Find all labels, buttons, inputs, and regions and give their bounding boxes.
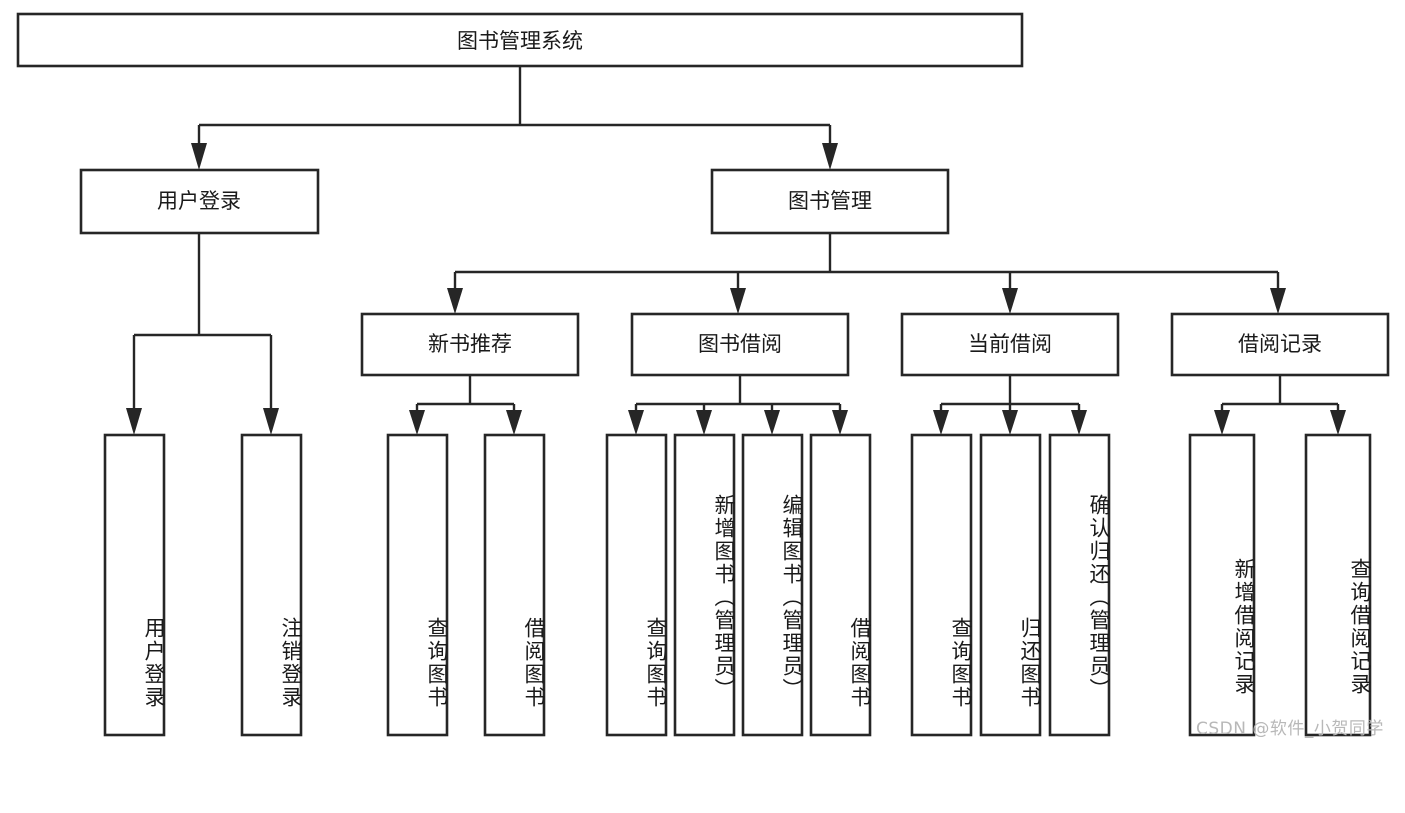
leaf-box-add-book[interactable] xyxy=(673,433,736,737)
node-new-book-rec-box[interactable] xyxy=(360,312,580,377)
node-new-book-rec-label: 新书推荐 xyxy=(428,332,512,356)
node-new-book-rec[interactable]: 新书推荐 xyxy=(360,312,580,377)
node-user-login-box[interactable] xyxy=(79,168,320,235)
leaf-box-query-record[interactable] xyxy=(1304,433,1372,737)
leaf-box-query-book-3[interactable] xyxy=(910,433,973,737)
node-borrow-record-label: 借阅记录 xyxy=(1238,332,1322,356)
leaf-box-query-book-2[interactable] xyxy=(605,433,668,737)
node-current-borrow-label: 当前借阅 xyxy=(968,332,1052,356)
arrow-head-icon xyxy=(409,410,425,435)
csdn-watermark: CSDN @软件_小贺同学 xyxy=(1196,719,1384,739)
node-current-borrow[interactable]: 当前借阅 xyxy=(900,312,1120,377)
node-user-login-label: 用户登录 xyxy=(157,189,241,213)
arrow-head-icon xyxy=(628,410,644,435)
connector-userlogin-to-leaves xyxy=(126,233,279,435)
node-book-manage-label: 图书管理 xyxy=(788,189,872,213)
connector-bookmanage-to-level3 xyxy=(447,233,1286,314)
node-book-borrow-label: 图书借阅 xyxy=(698,332,782,356)
arrow-head-icon xyxy=(1002,410,1018,435)
flowchart-canvas: 图书管理系统 用户登录 图书管理 新书推荐 图书借阅 当前借阅 借阅记录 xyxy=(16,12,1390,739)
arrow-head-icon xyxy=(447,288,463,314)
node-current-borrow-box[interactable] xyxy=(900,312,1120,377)
leaf-box-borrow-book-1[interactable] xyxy=(483,433,546,737)
node-book-manage-box[interactable] xyxy=(710,168,950,235)
node-book-borrow-box[interactable] xyxy=(630,312,850,377)
connector-borrowrecord-to-leaves xyxy=(1214,375,1346,435)
leaf-box-confirm-return[interactable] xyxy=(1048,433,1111,737)
node-root[interactable]: 图书管理系统 xyxy=(16,12,1024,68)
leaf-box-return-book[interactable] xyxy=(979,433,1042,737)
node-root-box[interactable] xyxy=(16,12,1024,68)
arrow-head-icon xyxy=(1270,288,1286,314)
arrow-head-icon xyxy=(730,288,746,314)
arrow-head-icon xyxy=(126,408,142,435)
node-book-manage[interactable]: 图书管理 xyxy=(710,168,950,235)
flowchart-svg: 图书管理系统 用户登录 图书管理 新书推荐 图书借阅 当前借阅 借阅记录 xyxy=(16,12,1390,737)
connector-newbook-to-leaves xyxy=(409,375,522,435)
arrow-head-icon xyxy=(822,143,838,170)
node-borrow-record-box[interactable] xyxy=(1170,312,1390,377)
arrow-head-icon xyxy=(1330,410,1346,435)
arrow-head-icon xyxy=(191,143,207,170)
arrow-head-icon xyxy=(506,410,522,435)
leaf-box-add-record[interactable] xyxy=(1188,433,1256,737)
arrow-head-icon xyxy=(696,410,712,435)
leaf-box-user-login[interactable] xyxy=(103,433,166,737)
arrow-head-icon xyxy=(1071,410,1087,435)
node-root-label: 图书管理系统 xyxy=(457,29,583,53)
arrow-head-icon xyxy=(933,410,949,435)
arrow-head-icon xyxy=(764,410,780,435)
node-borrow-record[interactable]: 借阅记录 xyxy=(1170,312,1390,377)
connector-currentborrow-to-leaves xyxy=(933,375,1087,435)
arrow-head-icon xyxy=(263,408,279,435)
arrow-head-icon xyxy=(832,410,848,435)
leaf-box-borrow-book-2[interactable] xyxy=(809,433,872,737)
connector-bookborrow-to-leaves xyxy=(628,375,848,435)
leaf-box-logout-login[interactable] xyxy=(240,433,303,737)
arrow-head-icon xyxy=(1214,410,1230,435)
leaf-box-edit-book[interactable] xyxy=(741,433,804,737)
node-book-borrow[interactable]: 图书借阅 xyxy=(630,312,850,377)
node-user-login[interactable]: 用户登录 xyxy=(79,168,320,235)
connector-root-to-level2 xyxy=(191,66,838,170)
leaf-box-query-book-1[interactable] xyxy=(386,433,449,737)
arrow-head-icon xyxy=(1002,288,1018,314)
